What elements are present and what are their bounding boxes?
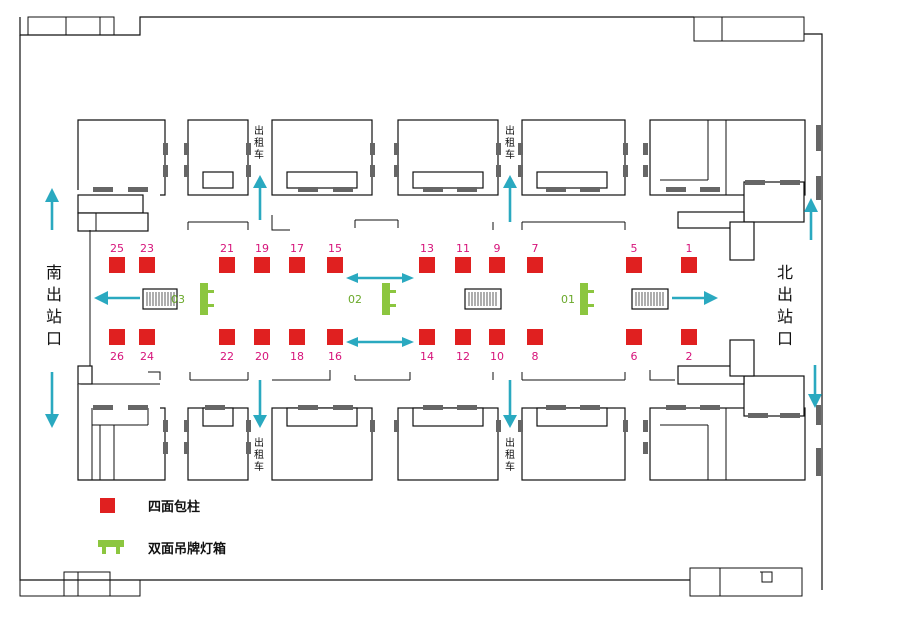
signboard-number-02: 02 [348, 293, 362, 306]
bottom-shops [77, 230, 821, 481]
taxi-arrows [253, 175, 517, 428]
pillar-19 [254, 257, 270, 273]
pillar-25 [109, 257, 125, 273]
pillar-9 [489, 257, 505, 273]
pillar-number-10: 10 [490, 350, 504, 363]
pillar-number-2: 2 [686, 350, 693, 363]
escalator-center [464, 288, 502, 310]
north-exit-label: 北出站口 [777, 263, 793, 348]
pillar-number-14: 14 [420, 350, 434, 363]
signboard-number-01: 01 [561, 293, 575, 306]
pillar-1 [681, 257, 697, 273]
pillar-17 [289, 257, 305, 273]
legend-signboard-icon [98, 540, 124, 554]
legend-signboard-label: 双面吊牌灯箱 [148, 541, 226, 557]
exit-arrows [45, 188, 822, 428]
pillar-18 [289, 329, 305, 345]
escalator-north [631, 288, 669, 310]
pillar-number-22: 22 [220, 350, 234, 363]
pillar-number-5: 5 [631, 242, 638, 255]
taxi-label: 出租车 [254, 436, 264, 473]
pillar-23 [139, 257, 155, 273]
pillar-number-12: 12 [456, 350, 470, 363]
pillar-number-9: 9 [494, 242, 501, 255]
pillar-26 [109, 329, 125, 345]
pillar-21 [219, 257, 235, 273]
south-exit-label: 南出站口 [46, 263, 62, 348]
taxi-label: 出租车 [505, 124, 515, 161]
legend-pillar-label: 四面包柱 [148, 499, 200, 515]
pillar-number-25: 25 [110, 242, 124, 255]
pillar-number-18: 18 [290, 350, 304, 363]
signboard-markers: 01 02 03 [171, 283, 594, 315]
pillar-12 [455, 329, 471, 345]
pillar-number-6: 6 [631, 350, 638, 363]
pillar-2 [681, 329, 697, 345]
pillar-5 [626, 257, 642, 273]
pillar-number-20: 20 [255, 350, 269, 363]
taxi-label: 出租车 [254, 124, 264, 161]
pillar-10 [489, 329, 505, 345]
outer-walls [19, 16, 823, 597]
pillar-11 [455, 257, 471, 273]
pillar-number-11: 11 [456, 242, 470, 255]
pillar-14 [419, 329, 435, 345]
pillar-number-19: 19 [255, 242, 269, 255]
pillar-16 [327, 329, 343, 345]
pillar-number-7: 7 [532, 242, 539, 255]
pillar-number-17: 17 [290, 242, 304, 255]
escalator-south [142, 288, 178, 310]
pillar-13 [419, 257, 435, 273]
pillar-20 [254, 329, 270, 345]
legend: 四面包柱 双面吊牌灯箱 [98, 498, 226, 557]
pillar-markers: 1256789101112131415161718192021222324252… [109, 242, 697, 363]
pillar-number-15: 15 [328, 242, 342, 255]
signboard-number-03: 03 [171, 293, 185, 306]
pillar-24 [139, 329, 155, 345]
pillar-number-24: 24 [140, 350, 154, 363]
pillar-number-21: 21 [220, 242, 234, 255]
pillar-number-8: 8 [532, 350, 539, 363]
pillar-22 [219, 329, 235, 345]
pillar-15 [327, 257, 343, 273]
signboard-02: 02 [348, 283, 396, 315]
pillar-number-1: 1 [686, 242, 693, 255]
pillar-number-26: 26 [110, 350, 124, 363]
pillar-7 [527, 257, 543, 273]
top-shops [77, 119, 821, 261]
pillar-number-23: 23 [140, 242, 154, 255]
pillar-number-16: 16 [328, 350, 342, 363]
pillar-6 [626, 329, 642, 345]
escalators [142, 288, 669, 310]
pillar-8 [527, 329, 543, 345]
pillar-number-13: 13 [420, 242, 434, 255]
signboard-03: 03 [171, 283, 214, 315]
taxi-label: 出租车 [505, 436, 515, 473]
legend-pillar-swatch [100, 498, 115, 513]
signboard-01: 01 [561, 283, 594, 315]
